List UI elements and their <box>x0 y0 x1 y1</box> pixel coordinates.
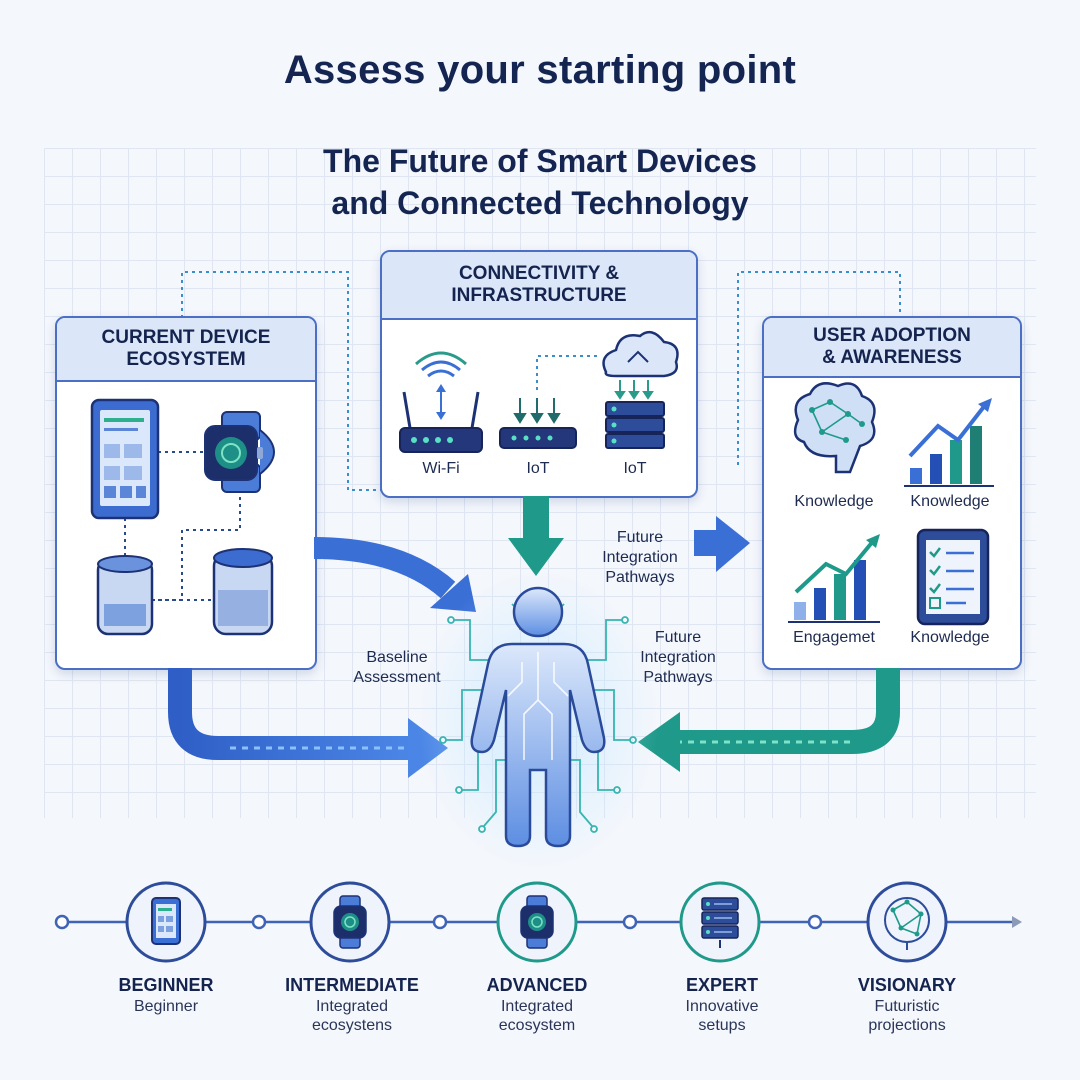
tablet-icon <box>151 897 181 945</box>
panel-title-line: ECOSYSTEM <box>126 349 246 370</box>
label-line: Baseline <box>366 649 428 666</box>
timeline-node <box>54 914 70 930</box>
desc-line: ecosystem <box>498 1017 576 1034</box>
stage-desc-expert: Innovative setups <box>637 997 807 1035</box>
smartwatch-icon <box>520 895 554 949</box>
stage-title-visionary: VISIONARY <box>857 975 957 995</box>
flow-label-right: Future Integration Pathways <box>612 628 744 688</box>
label-line: Assessment <box>353 669 441 686</box>
smartwatch-icon <box>333 895 367 949</box>
arrow-right <box>694 530 718 556</box>
subtitle-line-2: and Connected Technology <box>331 185 749 221</box>
brain-network-icon <box>793 382 876 474</box>
label-line: Pathways <box>643 669 713 686</box>
center-item-label: IoT <box>623 460 647 477</box>
panel-title-line: CURRENT DEVICE <box>101 327 271 348</box>
desc-line: Integrated <box>500 998 574 1015</box>
desc-line: Integrated <box>315 998 389 1015</box>
stage-title-beginner: BEGINNER <box>118 975 214 995</box>
desc-line: Beginner <box>133 998 199 1015</box>
arrow-down <box>523 496 549 542</box>
timeline-node <box>432 914 448 930</box>
server-icon <box>701 897 739 948</box>
flow-label-left: Baseline Assessment <box>332 648 462 688</box>
stage-desc-advanced: Integrated ecosystem <box>452 997 622 1035</box>
panel-title-line: USER ADOPTION <box>813 325 971 346</box>
device-connectors <box>124 451 241 601</box>
panel-header: CONNECTIVITY & INFRASTRUCTURE <box>382 252 696 320</box>
stage-title-expert: EXPERT <box>685 975 759 995</box>
network-brain-icon <box>884 897 930 950</box>
label-line: Integration <box>640 649 716 666</box>
smartwatch-icon <box>204 411 275 493</box>
stage-title-advanced: ADVANCED <box>486 975 588 995</box>
center-item-label: Wi-Fi <box>422 460 460 477</box>
right-item-label: Engagemet <box>793 629 875 646</box>
label-line: Future <box>616 529 664 546</box>
subtitle-line-1: The Future of Smart Devices <box>323 143 757 179</box>
smart-hub-icon <box>212 548 274 636</box>
timeline-node <box>622 914 638 930</box>
panel-header: USER ADOPTION & AWARENESS <box>764 318 1020 378</box>
label-line: Integration <box>602 549 678 566</box>
page-subtitle: The Future of Smart Devices and Connecte… <box>240 140 840 224</box>
right-item-label: Knowledge <box>910 629 990 646</box>
panel-title-line: INFRASTRUCTURE <box>451 285 627 306</box>
right-item-label: Knowledge <box>794 493 874 510</box>
desc-line: ecosystens <box>311 1017 393 1034</box>
arrow-baseline <box>168 668 412 760</box>
timeline-node <box>251 914 267 930</box>
iot-hub-icon <box>499 398 577 449</box>
network-nodes <box>890 899 924 937</box>
growth-chart-icon-2 <box>788 534 880 623</box>
desc-line: setups <box>698 1017 746 1034</box>
page-title: Assess your starting point <box>283 48 797 92</box>
cloud-server-icon <box>602 330 679 449</box>
center-item-label: IoT <box>526 460 550 477</box>
stage-title-intermediate: INTERMEDIATE <box>285 975 419 995</box>
label-line: Pathways <box>605 569 675 586</box>
checklist-tablet-icon <box>916 528 990 626</box>
flow-label-top: Future Integration Pathways <box>574 528 706 588</box>
right-item-label: Knowledge <box>910 493 990 510</box>
timeline-node <box>807 914 823 930</box>
panel-header: CURRENT DEVICE ECOSYSTEM <box>57 318 315 382</box>
stage-desc-intermediate: Integrated ecosystens <box>267 997 437 1035</box>
desc-line: Innovative <box>685 998 759 1015</box>
router-icon <box>399 351 483 453</box>
growth-chart-icon-1 <box>904 398 994 487</box>
arrow-pathways <box>676 668 900 754</box>
smart-speaker-icon <box>96 555 154 636</box>
smartphone-icon <box>90 398 160 520</box>
stage-desc-beginner: Beginner <box>81 997 251 1016</box>
label-line: Future <box>654 629 702 646</box>
stage-desc-visionary: Futuristic projections <box>822 997 992 1035</box>
desc-line: projections <box>868 1017 946 1034</box>
curved-arrow-left-top <box>313 537 456 599</box>
panel-title-line: CONNECTIVITY & <box>458 263 620 284</box>
panel-title-line: & AWARENESS <box>822 347 962 368</box>
desc-line: Futuristic <box>874 998 940 1015</box>
